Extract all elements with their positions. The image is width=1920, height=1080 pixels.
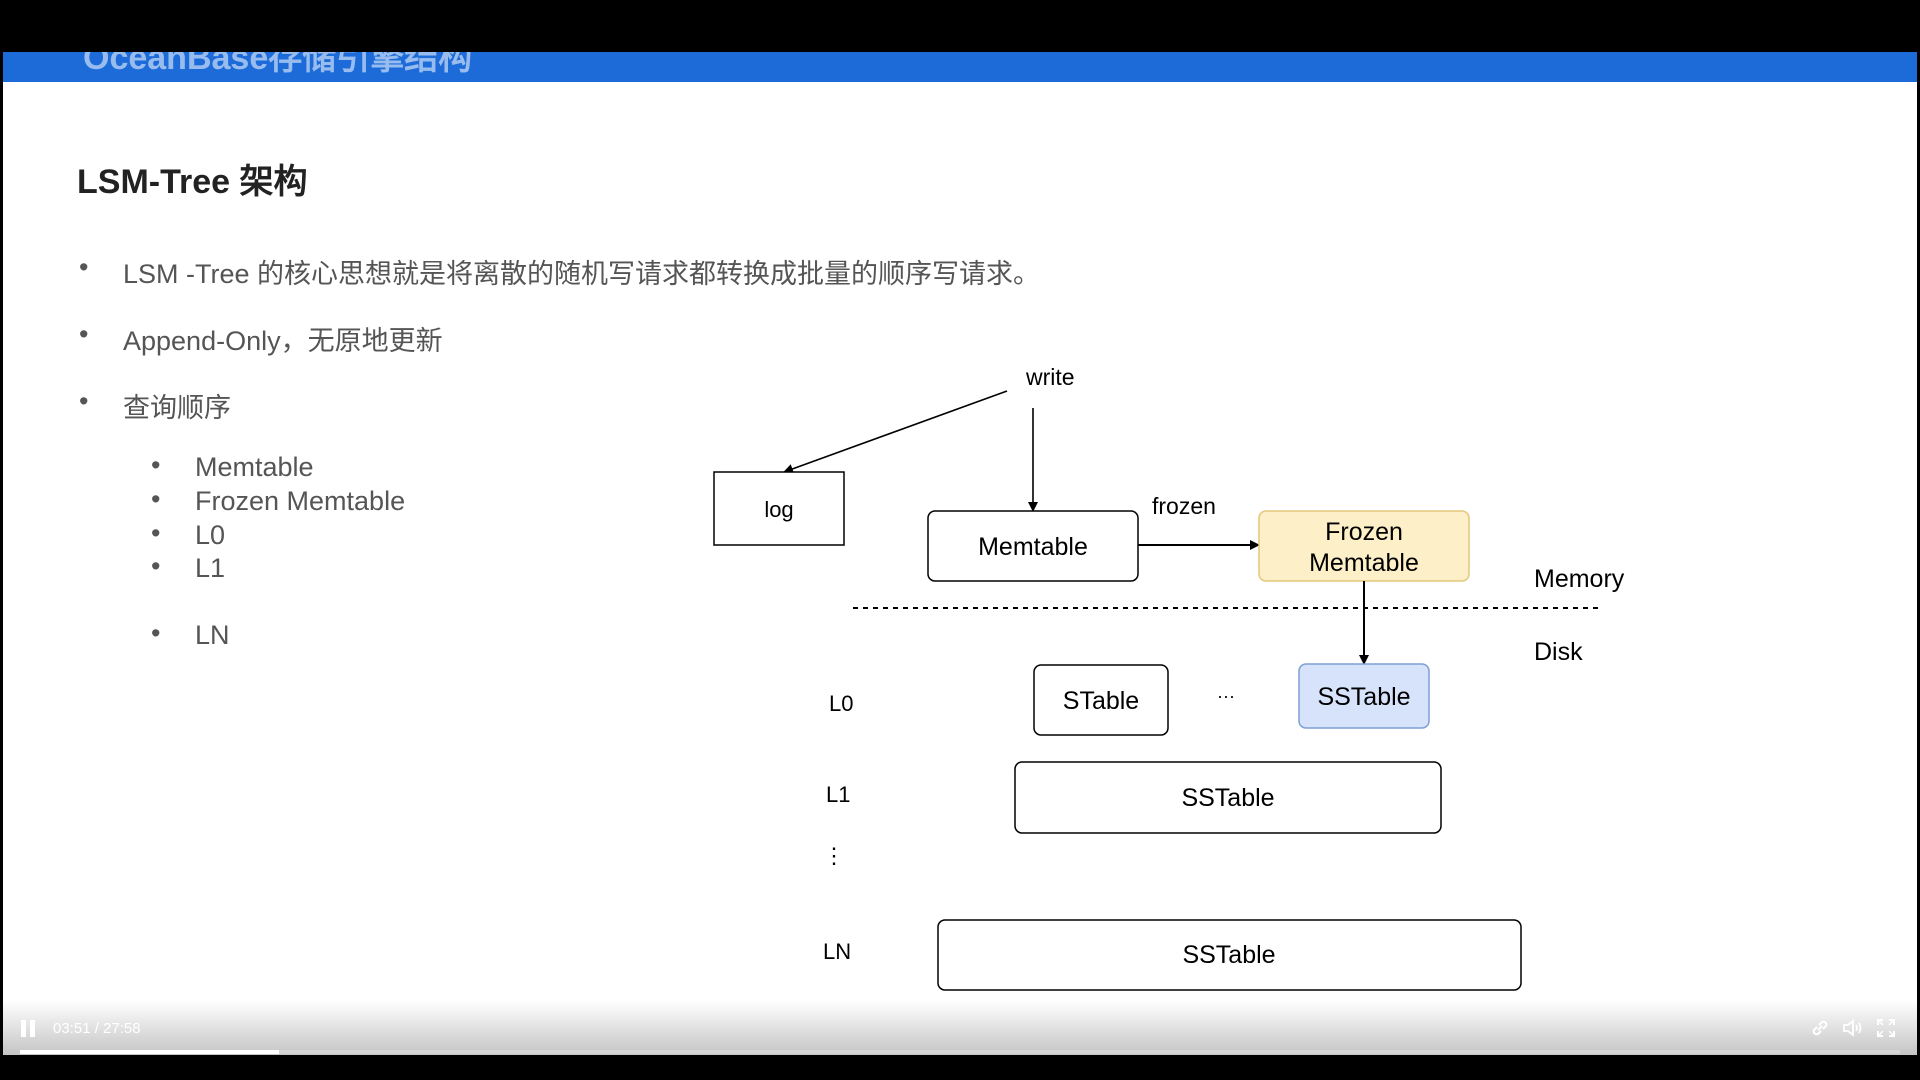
memory-label: Memory: [1534, 565, 1625, 593]
disk-label: Disk: [1534, 638, 1583, 666]
sub-bullet-frozen-memtable: • Frozen Memtable: [151, 484, 406, 517]
l0-ellipsis: ···: [1217, 686, 1235, 706]
sub-bullet-memtable: • Memtable: [151, 450, 314, 483]
header-title: OceanBase存储引擎结构: [83, 52, 473, 77]
bullet-2: • Append-Only，无原地更新: [79, 319, 443, 358]
bullet-3: • 查询顺序: [79, 386, 231, 425]
bullet-dot: •: [151, 518, 161, 548]
bullet-dot: •: [79, 319, 89, 349]
link-icon[interactable]: [1808, 1016, 1832, 1040]
sstable-l1-label: SSTable: [1181, 784, 1274, 812]
level-ellipsis: ⋮: [823, 843, 845, 868]
slide: OceanBase存储引擎结构 LSM-Tree 架构 • LSM -Tree …: [3, 52, 1917, 1055]
bullet-dot: •: [151, 484, 161, 514]
bullet-text: Append-Only，无原地更新: [123, 326, 443, 356]
log-label: log: [764, 497, 793, 522]
level-ln-label: LN: [823, 939, 851, 964]
sub-bullet-l1: • L1: [151, 551, 226, 584]
bullet-dot: •: [151, 618, 161, 648]
lsm-tree-diagram: write log Memtable frozen Frozen Memtabl…: [713, 364, 1625, 991]
level-l1-label: L1: [826, 782, 850, 807]
write-label: write: [1025, 364, 1075, 390]
bullet-dot: •: [79, 386, 89, 416]
level-l0-label: L0: [829, 691, 853, 716]
bullet-text: 查询顺序: [123, 393, 231, 423]
volume-icon[interactable]: [1841, 1016, 1865, 1040]
sub-bullet-text: LN: [195, 620, 230, 650]
bullet-dot: •: [151, 551, 161, 581]
slide-title: LSM-Tree 架构: [77, 163, 308, 201]
sstable-l0-label: SSTable: [1317, 683, 1410, 711]
frozen-memtable-label-line1: Frozen: [1325, 518, 1403, 546]
sstable-ln-label: SSTable: [1182, 941, 1275, 969]
stable-label: STable: [1063, 687, 1139, 715]
bullet-1: • LSM -Tree 的核心思想就是将离散的随机写请求都转换成批量的顺序写请求…: [79, 252, 1041, 291]
sub-bullet-text: L1: [195, 553, 226, 583]
frozen-label: frozen: [1152, 493, 1216, 519]
stable-box: [1033, 664, 1169, 736]
playback-time: 03:51 / 27:58: [53, 1020, 141, 1037]
sstable-ln-box: [937, 919, 1522, 991]
sub-bullet-text: Memtable: [195, 452, 314, 482]
frozen-memtable-label-line2: Memtable: [1309, 549, 1419, 577]
write-to-log-arrow: [783, 390, 1008, 474]
bullet-dot: •: [79, 252, 89, 282]
sub-bullet-l0: • L0: [151, 518, 226, 551]
progress-bar[interactable]: [20, 1050, 1900, 1054]
bottom-strip: [0, 1055, 1920, 1080]
sstable-l1-box: [1014, 761, 1442, 834]
sub-bullet-text: L0: [195, 520, 226, 550]
video-controls: 03:51 / 27:58: [0, 1000, 1920, 1060]
sub-bullet-text: Frozen Memtable: [195, 486, 406, 516]
header-bar: OceanBase存储引擎结构: [3, 52, 1917, 82]
progress-fill: [20, 1050, 279, 1054]
pause-icon[interactable]: [20, 1020, 36, 1038]
bullet-dot: •: [151, 450, 161, 480]
sub-bullet-ln: • LN: [151, 618, 230, 651]
fullscreen-icon[interactable]: [1874, 1016, 1898, 1040]
memtable-label: Memtable: [978, 533, 1088, 561]
log-box: [713, 471, 845, 546]
bullet-text: LSM -Tree 的核心思想就是将离散的随机写请求都转换成批量的顺序写请求。: [123, 259, 1041, 289]
sstable-l0-box: [1298, 663, 1430, 729]
